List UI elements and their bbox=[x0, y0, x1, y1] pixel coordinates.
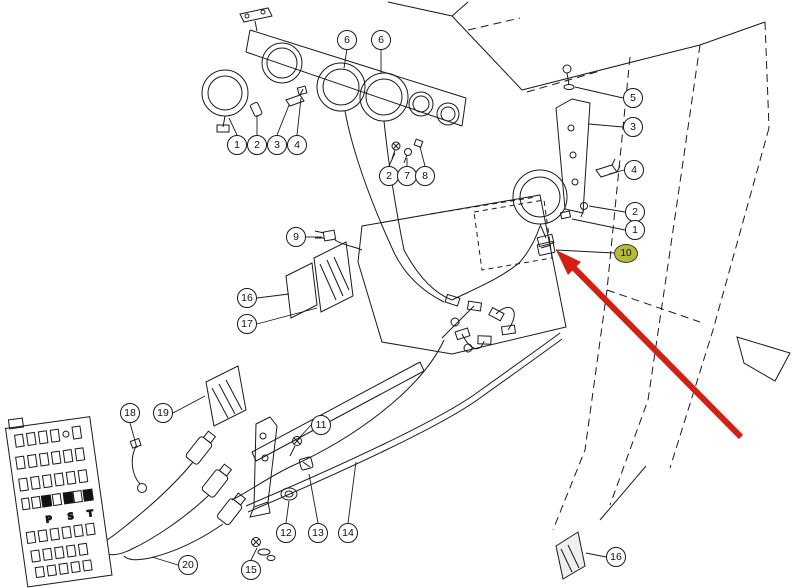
callout-2[interactable]: 2 bbox=[625, 202, 645, 222]
mounting-bracket-drawing bbox=[249, 361, 425, 561]
callout-3[interactable]: 3 bbox=[267, 135, 287, 155]
lamp-bar-drawing bbox=[239, 7, 467, 127]
work-lamp-bracket-drawing bbox=[512, 64, 621, 256]
callout-16[interactable]: 16 bbox=[237, 288, 257, 308]
callout-1[interactable]: 1 bbox=[625, 220, 645, 240]
callout-3[interactable]: 3 bbox=[623, 117, 643, 137]
pointer-arrow-head bbox=[556, 250, 581, 275]
callout-16[interactable]: 16 bbox=[606, 547, 626, 567]
sensor-connector-drawing bbox=[314, 229, 363, 251]
callout-15[interactable]: 15 bbox=[241, 560, 261, 580]
callout-1[interactable]: 1 bbox=[227, 135, 247, 155]
callout-leader-lines bbox=[129, 48, 626, 566]
callout-11[interactable]: 11 bbox=[311, 415, 331, 435]
machine-body-outline bbox=[387, 1, 791, 521]
callout-6[interactable]: 6 bbox=[337, 30, 357, 50]
clip-hook-drawing bbox=[129, 437, 147, 493]
callout-2[interactable]: 2 bbox=[247, 135, 267, 155]
callout-10-highlighted[interactable]: 10 bbox=[614, 244, 638, 263]
fuse-label-t: T bbox=[87, 509, 95, 520]
callout-12[interactable]: 12 bbox=[276, 523, 296, 543]
fuse-label-s: S bbox=[67, 512, 75, 523]
plate-drawings bbox=[205, 241, 586, 580]
callout-14[interactable]: 14 bbox=[338, 523, 358, 543]
hood-opening-drawing bbox=[357, 194, 567, 355]
callout-8[interactable]: 8 bbox=[415, 166, 435, 186]
callout-18[interactable]: 18 bbox=[120, 403, 140, 423]
fuse-label-p: P bbox=[45, 515, 53, 526]
callout-17[interactable]: 17 bbox=[237, 314, 257, 334]
callout-13[interactable]: 13 bbox=[308, 523, 328, 543]
callout-2[interactable]: 2 bbox=[379, 166, 399, 186]
small-fastener-drawings bbox=[249, 85, 424, 164]
connector-plug-drawings bbox=[84, 430, 247, 561]
callout-5[interactable]: 5 bbox=[623, 88, 643, 108]
callout-19[interactable]: 19 bbox=[153, 403, 173, 423]
fuse-panel-drawing: P S T bbox=[4, 416, 113, 588]
headlamp-drawings bbox=[201, 42, 409, 133]
pointer-arrow bbox=[556, 250, 744, 440]
callout-6[interactable]: 6 bbox=[371, 30, 391, 50]
callout-4[interactable]: 4 bbox=[287, 135, 307, 155]
callout-7[interactable]: 7 bbox=[397, 166, 417, 186]
callout-9[interactable]: 9 bbox=[286, 227, 306, 247]
machine-hidden-lines bbox=[467, 17, 770, 531]
callout-20[interactable]: 20 bbox=[178, 555, 198, 575]
callout-4[interactable]: 4 bbox=[624, 160, 644, 180]
pointer-arrow-shaft bbox=[571, 265, 744, 440]
